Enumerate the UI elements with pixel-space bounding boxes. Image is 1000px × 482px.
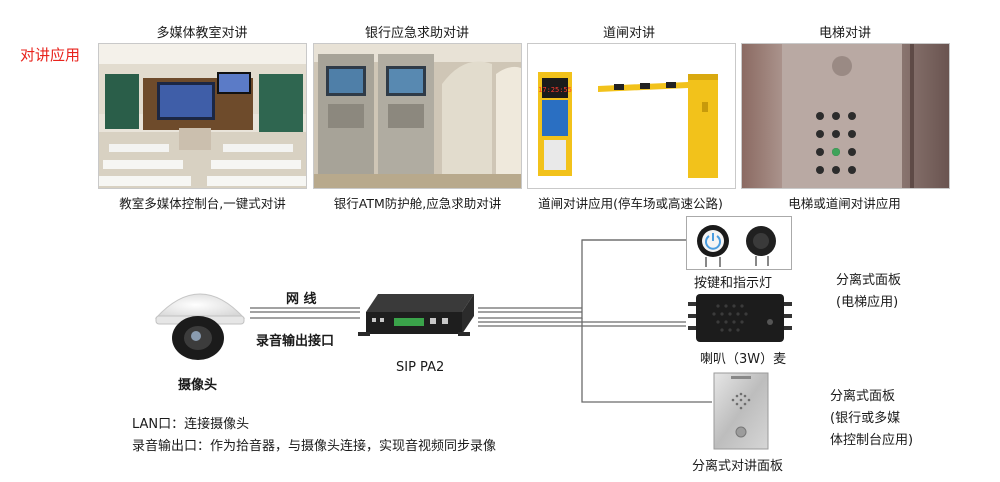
section-title: 对讲应用	[20, 46, 81, 64]
right-note-bank-line: (银行或多媒	[830, 411, 901, 426]
gate-photo: 17:25:55	[527, 43, 736, 189]
right-note-bank: 分离式面板 (银行或多媒 体控制台应用)	[830, 386, 913, 452]
camera-label: 摄像头	[178, 378, 218, 393]
scenario-title-elevator: 电梯对讲	[818, 26, 871, 41]
panel-label: 分离式对讲面板	[692, 459, 784, 474]
gate-screen-text: 17:25:55	[538, 86, 572, 94]
scenario-caption-classroom: 教室多媒体控制台,一键式对讲	[119, 196, 286, 211]
bank-atm-illustration	[314, 44, 521, 188]
right-note-elevator-line: (电梯应用)	[836, 295, 899, 310]
classroom-illustration	[99, 44, 306, 188]
scenario-title-classroom: 多媒体教室对讲	[156, 26, 248, 41]
scenario-title-bank: 银行应急求助对讲	[364, 26, 469, 41]
speaker-icon	[688, 294, 792, 342]
right-note-bank-line: 分离式面板	[830, 389, 896, 404]
speaker-label: 喇叭（3W）麦	[700, 352, 787, 367]
note-lan: LAN口：连接摄像头	[132, 417, 250, 432]
scenario-caption-gate: 道闸对讲应用(停车场或高速公路)	[538, 196, 723, 211]
classroom-photo	[98, 43, 307, 189]
sip-device-icon	[358, 294, 474, 336]
scenario-title-gate: 道闸对讲	[602, 26, 655, 41]
button-icon	[697, 225, 776, 267]
button-label: 按键和指示灯	[694, 276, 773, 291]
intercom-panel-icon	[713, 372, 769, 450]
link-top-label: 网 线	[286, 292, 317, 307]
elevator-illustration	[742, 44, 949, 188]
right-note-bank-line: 体控制台应用)	[830, 433, 914, 448]
notes-block: LAN口：连接摄像头 录音输出口：作为拾音器，与摄像头连接，实现音视频同步录像	[132, 414, 496, 458]
camera-icon	[154, 293, 246, 360]
gate-illustration: 17:25:55	[528, 44, 735, 188]
bank-atm-photo	[313, 43, 522, 189]
elevator-photo	[741, 43, 950, 189]
button-module-box	[686, 216, 792, 270]
device-label: SIP PA2	[396, 360, 445, 375]
right-note-elevator: 分离式面板 (电梯应用)	[836, 270, 901, 314]
scenario-caption-elevator: 电梯或道闸对讲应用	[788, 196, 901, 211]
scenario-caption-bank: 银行ATM防护舱,应急求助对讲	[333, 196, 502, 211]
right-note-elevator-line: 分离式面板	[836, 273, 902, 288]
link-bottom-label: 录音输出接口	[256, 334, 335, 349]
note-audio-out: 录音输出口：作为拾音器，与摄像头连接，实现音视频同步录像	[132, 439, 497, 454]
